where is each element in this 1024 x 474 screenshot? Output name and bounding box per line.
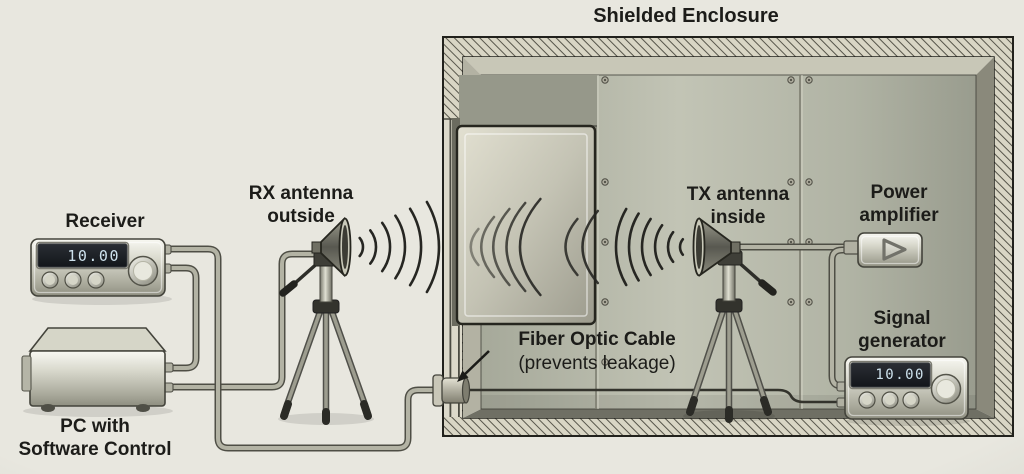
rx-antenna — [278, 216, 374, 425]
fiber-optic-cable-inside — [466, 388, 840, 404]
pc-label: PC with Software Control — [18, 415, 171, 461]
enclosure-title: Shielded Enclosure — [593, 5, 779, 27]
power-amplifier-label-line1: Power — [870, 182, 928, 203]
receiver-display — [35, 241, 130, 270]
door-recess — [459, 75, 597, 126]
tx-antenna-label: TX antenna inside — [687, 183, 789, 229]
signal-generator-device — [836, 356, 970, 426]
rx-antenna-label-line1: RX antenna — [248, 183, 354, 204]
signal-generator-buttons — [858, 391, 920, 409]
rf-waves-tx-inside — [614, 207, 685, 287]
receiver-label: Receiver — [65, 211, 145, 232]
tx-horn — [692, 217, 741, 277]
tx-antenna-label-line1: TX antenna — [686, 184, 790, 205]
play-triangle-icon — [882, 238, 907, 261]
pc-device — [21, 327, 174, 417]
rx-antenna-label: RX antenna outside — [249, 182, 354, 228]
fiber-cable-arrow — [457, 350, 490, 382]
power-amplifier-label-line2: amplifier — [859, 205, 939, 226]
rf-waves-rx-outside — [358, 200, 441, 294]
receiver-device — [30, 238, 172, 305]
signal-generator-label-line1: Signal — [873, 308, 931, 329]
cable-rx-antenna-to-pc — [166, 250, 322, 391]
tx-antenna — [683, 217, 777, 423]
pc-label-line2: Software Control — [18, 439, 172, 460]
cable-receiver-to-feedthrough — [164, 245, 442, 452]
receiver-knob — [127, 255, 159, 287]
fiber-feedthrough — [432, 374, 471, 407]
fiber-optic-cable-label-line2: (prevents leakage) — [518, 353, 676, 374]
power-amplifier-label: Power amplifier — [859, 181, 938, 227]
rf-waves-attenuating-through-door — [469, 197, 600, 297]
signal-generator-label: Signal generator — [858, 307, 946, 353]
power-amplifier-device — [843, 232, 923, 268]
signal-generator-display — [848, 360, 933, 390]
signal-generator-display-value: 10.00 — [875, 367, 925, 383]
cable-receiver-to-pc — [164, 264, 200, 372]
pc-label-line1: PC with — [60, 416, 130, 437]
rx-tripod — [279, 251, 372, 425]
rx-horn — [311, 216, 352, 278]
signal-generator-label-line2: generator — [858, 331, 946, 352]
fiber-optic-cable-label: Fiber Optic Cable (prevents leakage) — [518, 328, 675, 376]
signal-generator-knob — [930, 373, 962, 405]
receiver-display-value: 10.00 — [67, 246, 120, 265]
receiver-buttons — [41, 271, 105, 289]
rx-antenna-label-line2: outside — [267, 206, 335, 227]
tx-antenna-label-line2: inside — [710, 207, 766, 228]
fiber-optic-cable-label-line1: Fiber Optic Cable — [518, 329, 676, 350]
